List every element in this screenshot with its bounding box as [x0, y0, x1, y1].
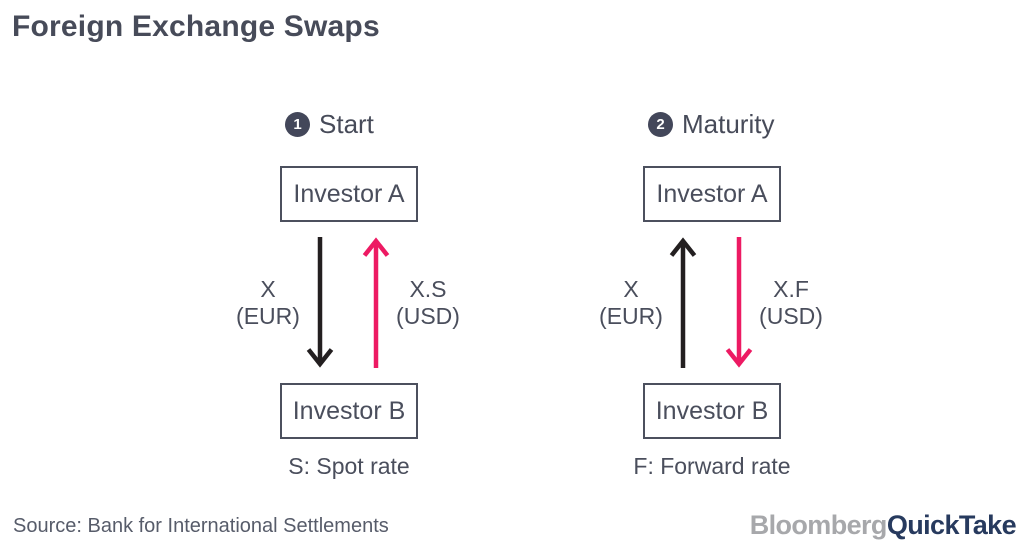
logo-bloomberg-wordmark: Bloomberg	[749, 510, 888, 540]
panel-maturity-header: 2 Maturity	[648, 109, 774, 140]
bloomberg-quicktake-logo: BloombergQuickTake	[749, 510, 1017, 541]
start-usd-flow-label: X.S (USD)	[380, 276, 476, 330]
panel-maturity-heading: Maturity	[682, 109, 775, 139]
start-investor-a-box: Investor A	[280, 166, 418, 222]
maturity-usd-flow-label: X.F (USD)	[743, 276, 839, 330]
maturity-investor-b-box: Investor B	[643, 383, 781, 439]
panel-start: 1 Start Investor A X (EUR) X.S (USD) Inv…	[220, 109, 476, 479]
maturity-eur-amount: X	[623, 276, 639, 302]
panel-maturity: 2 Maturity Investor A X (EUR) X.F (USD) …	[363, 0, 883, 553]
start-usd-amount: X.S	[409, 276, 447, 302]
panel-start-header: 1 Start	[285, 109, 374, 140]
start-eur-flow-label: X (EUR)	[220, 276, 316, 330]
step-1-badge-icon: 1	[285, 112, 310, 137]
maturity-eur-currency: (EUR)	[599, 303, 663, 329]
start-rate-caption: S: Spot rate	[288, 453, 410, 479]
maturity-eur-arrow-up-icon	[668, 237, 698, 368]
page-title: Foreign Exchange Swaps	[12, 10, 380, 43]
maturity-usd-amount: X.F	[773, 276, 809, 302]
start-investor-b-box: Investor B	[280, 383, 418, 439]
start-eur-amount: X	[260, 276, 276, 302]
maturity-rate-caption: F: Forward rate	[633, 453, 791, 479]
source-attribution: Source: Bank for International Settlemen…	[13, 515, 389, 537]
maturity-usd-arrow-down-icon	[724, 237, 754, 368]
start-eur-currency: (EUR)	[236, 303, 300, 329]
maturity-investor-a-box: Investor A	[643, 166, 781, 222]
start-usd-arrow-up-icon	[361, 237, 391, 368]
start-usd-currency: (USD)	[396, 303, 460, 329]
panel-start-heading: Start	[319, 109, 374, 139]
start-eur-arrow-down-icon	[305, 237, 335, 368]
logo-quicktake-wordmark: QuickTake	[886, 510, 1017, 540]
maturity-eur-flow-label: X (EUR)	[583, 276, 679, 330]
maturity-usd-currency: (USD)	[759, 303, 823, 329]
step-2-badge-icon: 2	[648, 112, 673, 137]
